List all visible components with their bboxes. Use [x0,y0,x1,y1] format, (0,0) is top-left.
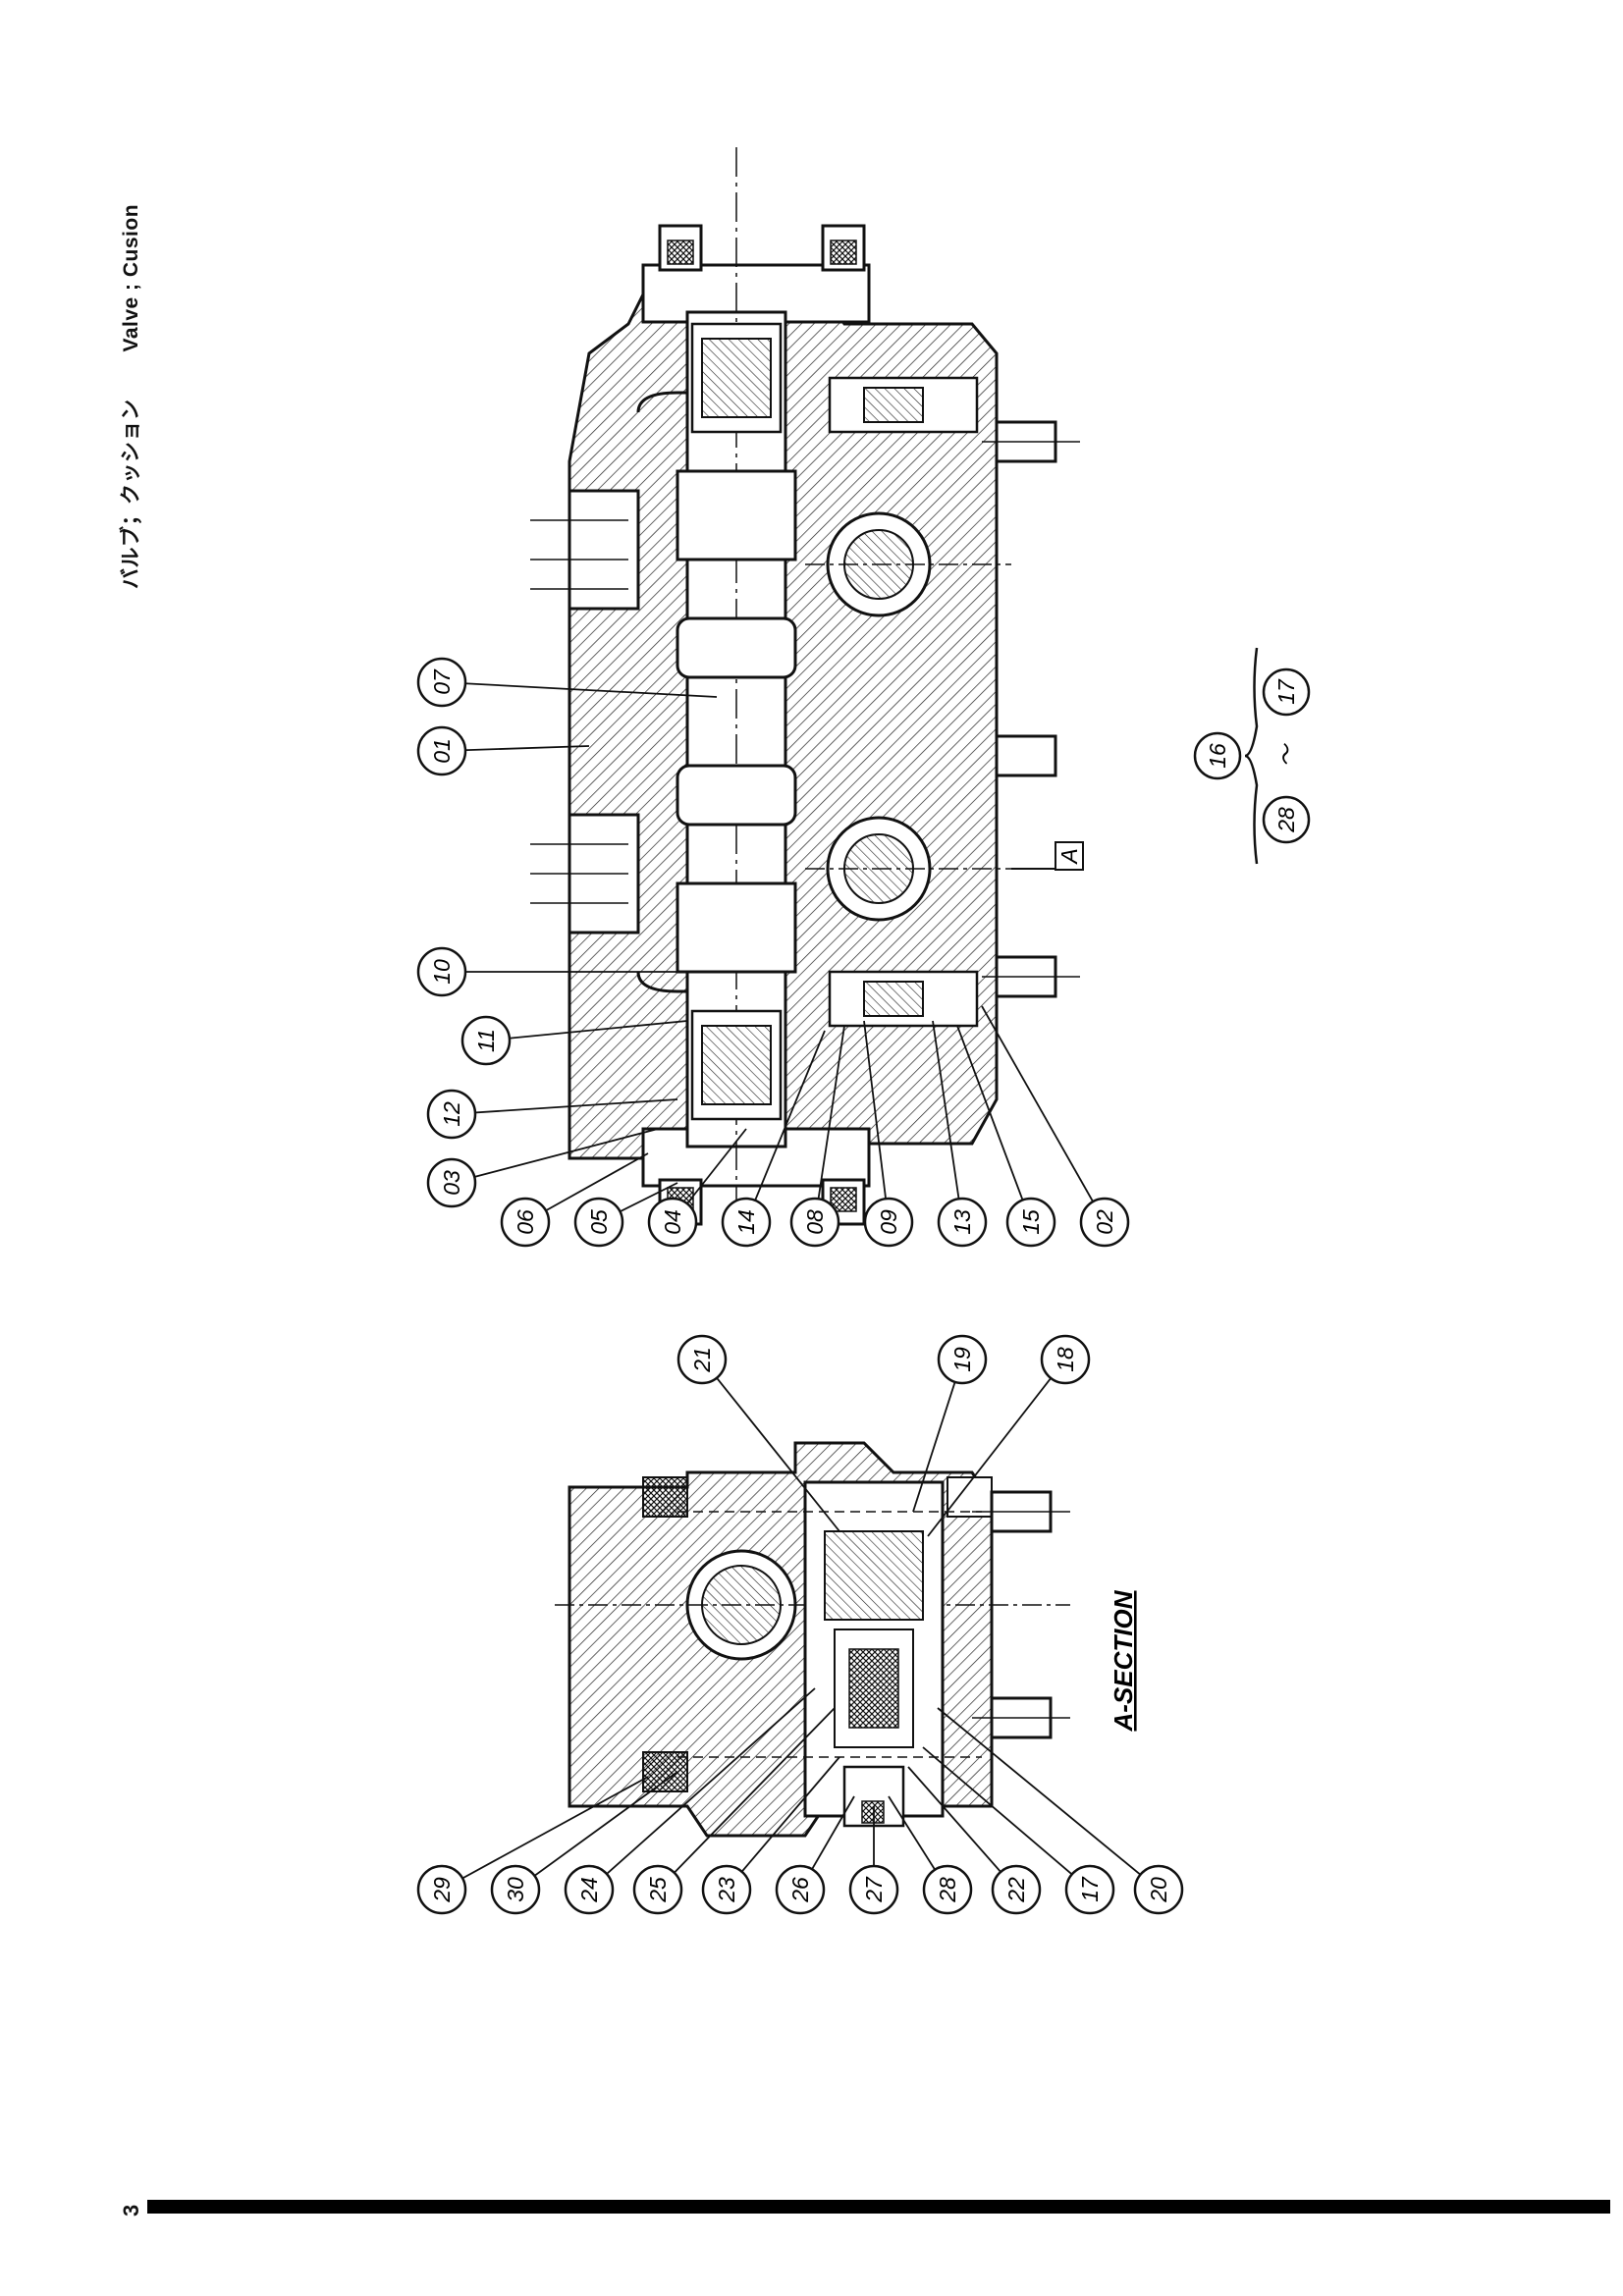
section-part-label-18: 18 [1053,1347,1078,1372]
part-label-14: 14 [733,1209,759,1235]
a-section-view [555,1441,1070,1838]
part-bubble-08 [789,1197,840,1248]
part-leader-07 [441,681,718,698]
callouts-section: 21 19 18 29 30 24 25 23 26 27 28 22 17 20 [416,1334,1184,1915]
assembly-from-number: 17 [1273,678,1299,705]
section-part-leader-22 [907,1766,1017,1891]
section-part-bubble-24 [564,1864,615,1915]
part-label-15: 15 [1018,1209,1044,1235]
assembly-range-note [1193,647,1311,865]
section-part-label-21: 21 [689,1347,715,1373]
section-part-label-17: 17 [1077,1876,1103,1902]
part-label-04: 04 [660,1209,685,1235]
section-part-bubble-19 [937,1334,988,1385]
callouts-main: 01 07 10 11 12 03 06 05 04 14 08 09 13 15 02 [416,657,1130,1248]
page-number: 3 [119,2204,143,2216]
part-bubble-04 [647,1197,698,1248]
part-bubble-10 [416,946,467,997]
section-part-label-20: 20 [1146,1877,1171,1903]
section-part-label-26: 26 [787,1877,813,1903]
part-label-07: 07 [429,668,455,695]
section-part-leader-30 [514,1771,678,1891]
part-bubble-05 [573,1197,624,1248]
part-bubble-14 [721,1197,772,1248]
section-marker-a: A [1056,848,1082,865]
footer-rule [147,2200,1610,2214]
section-part-leader-29 [441,1776,649,1891]
part-bubble-15 [1005,1197,1056,1248]
part-bubble-07 [416,657,467,708]
assembly-range-separator: 〜 [1273,743,1299,768]
section-part-bubble-17 [1064,1864,1115,1915]
part-label-06: 06 [513,1209,538,1235]
section-part-bubble-27 [848,1864,899,1915]
part-leader-15 [956,1025,1032,1223]
section-part-label-23: 23 [714,1877,739,1903]
section-part-leader-24 [588,1687,816,1891]
part-bubble-12 [426,1089,477,1140]
part-leader-13 [932,1020,963,1223]
part-label-08: 08 [802,1209,828,1235]
part-leader-14 [745,1030,826,1223]
part-label-02: 02 [1092,1209,1117,1235]
part-label-10: 10 [429,959,455,985]
part-leader-11 [485,1020,688,1041]
part-leader-12 [451,1098,678,1115]
section-part-bubble-26 [775,1864,826,1915]
part-leader-02 [981,1005,1106,1223]
part-leader-09 [863,1020,890,1223]
part-bubble-03 [426,1157,477,1208]
part-bubble-01 [416,725,467,776]
section-part-label-25: 25 [645,1877,671,1903]
section-part-label-29: 29 [429,1877,455,1903]
section-part-label-28: 28 [935,1877,960,1903]
part-label-09: 09 [876,1209,901,1235]
part-label-01: 01 [429,738,455,764]
section-part-bubble-23 [701,1864,752,1915]
section-part-bubble-30 [490,1864,541,1915]
assembly-to-number: 28 [1273,807,1299,833]
section-part-bubble-22 [991,1864,1042,1915]
part-label-12: 12 [439,1101,464,1127]
part-bubble-11 [460,1015,512,1066]
section-part-label-22: 22 [1003,1877,1029,1903]
part-leader-08 [814,1025,845,1223]
part-label-13: 13 [949,1209,975,1235]
section-part-label-27: 27 [861,1876,887,1903]
part-bubble-06 [500,1197,551,1248]
section-part-bubble-18 [1040,1334,1091,1385]
section-part-bubble-20 [1133,1864,1184,1915]
section-part-leader-18 [927,1359,1066,1537]
part-bubble-02 [1079,1197,1130,1248]
part-label-11: 11 [473,1029,499,1052]
part-bubble-09 [863,1197,914,1248]
section-part-bubble-28 [922,1864,973,1915]
section-part-leader-25 [657,1707,836,1891]
section-part-leader-23 [726,1756,840,1891]
part-label-05: 05 [586,1209,612,1235]
section-part-bubble-25 [632,1864,683,1915]
section-part-label-24: 24 [576,1877,602,1903]
section-part-leader-20 [937,1707,1160,1891]
part-leader-03 [451,1128,659,1184]
section-part-bubble-29 [416,1864,467,1915]
a-section-label: A-SECTION [1109,1589,1138,1732]
section-part-bubble-21 [676,1334,728,1385]
section-part-label-30: 30 [503,1877,528,1902]
assembly-top-number: 16 [1205,743,1230,769]
part-label-03: 03 [439,1170,464,1196]
section-part-leader-21 [701,1359,840,1532]
part-bubble-13 [937,1197,988,1248]
section-part-leader-19 [912,1359,963,1513]
section-part-leader-17 [922,1746,1091,1891]
section-part-label-19: 19 [949,1347,975,1372]
